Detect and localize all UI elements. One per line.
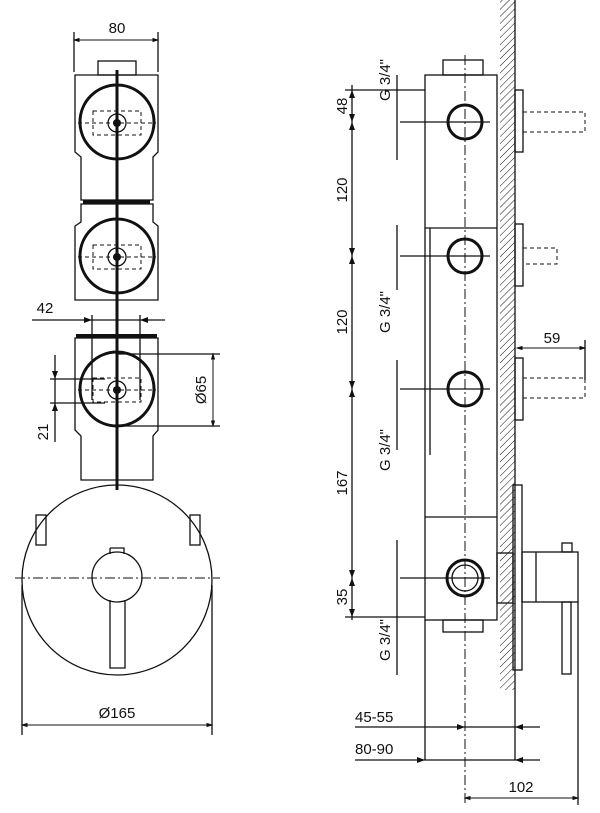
cover-plate [21,484,213,676]
total-depth-label: 102 [508,779,533,796]
front-view: 80 42 [15,20,220,735]
side-handle-lever [561,601,572,675]
wall-hatch [500,0,515,690]
port-circle-2 [78,217,156,295]
thread-label-2: G 3/4" [377,291,394,333]
side-view: 59 48 120 120 167 35 G 3/4" G 3/4" G 3/4… [334,0,587,805]
side-port-4 [400,558,490,598]
dim-167-label: 167 [334,470,351,495]
circle-diameter-label: Ø65 [193,376,210,404]
port-circle-1 [78,83,156,161]
side-port-1 [400,103,490,141]
side-port-3 [400,370,490,408]
side-port-2 [400,237,490,275]
depth-range-2-label: 80-90 [355,741,393,758]
spacing-label: 42 [37,300,54,317]
thread-label-1: G 3/4" [377,59,394,101]
dim-35-label: 35 [334,589,351,606]
spout-3 [514,357,586,421]
dim-120-upper-label: 120 [334,177,351,202]
spout-1 [514,89,586,153]
plate-diameter-label: Ø165 [99,705,136,722]
handle-lever [109,600,126,669]
dim-48-label: 48 [334,98,351,115]
width-label: 80 [109,20,126,37]
valve-body [424,74,498,621]
offset-label: 21 [35,424,52,441]
spout-2 [514,223,558,287]
handle-knob [91,551,143,603]
thread-label-3: G 3/4" [377,429,394,471]
depth-range-1-label: 45-55 [355,709,393,726]
side-handle-body [521,551,579,603]
dim-120-lower-label: 120 [334,309,351,334]
spout-length-label: 59 [544,330,561,347]
thread-label-4: G 3/4" [377,619,394,661]
